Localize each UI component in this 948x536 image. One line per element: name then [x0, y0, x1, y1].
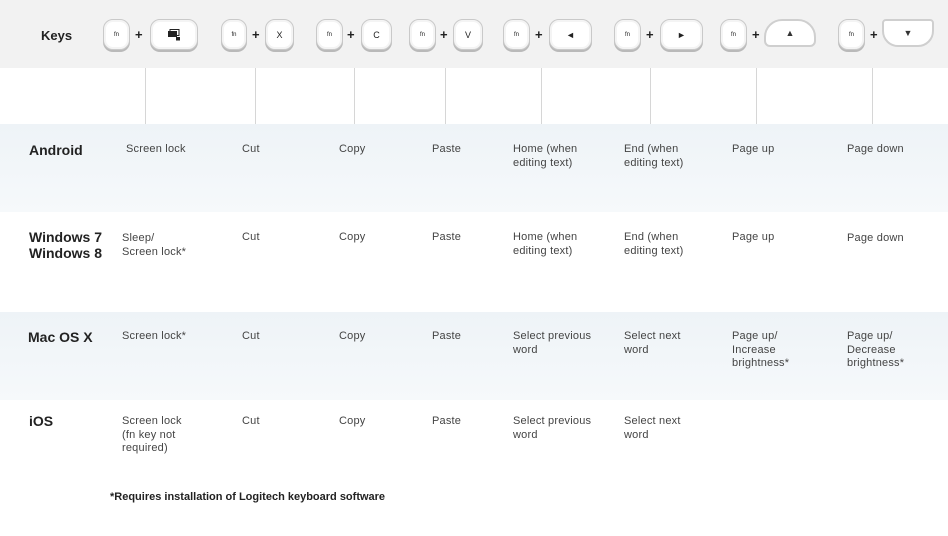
combo-paste: fn + V [409, 19, 483, 51]
fn-key-label: fn [326, 31, 332, 38]
cell-windows-screen-lock: Sleep/ Screen lock* [122, 232, 187, 258]
cell-android-paste: Paste [432, 143, 462, 155]
column-divider [445, 68, 446, 124]
fn-key: fn [103, 19, 130, 50]
cell-windows-cut: Cut [242, 231, 260, 243]
x-key-label: X [276, 29, 283, 40]
os-android: Android [29, 142, 83, 158]
cell-windows-page-up: Page up [732, 231, 775, 243]
fn-key: fn [409, 19, 436, 50]
cell-mac-select-previous-word: Select previous word [513, 330, 592, 356]
cell-ios-paste: Paste [432, 415, 462, 427]
combo-cut: fn + X [221, 19, 294, 51]
cell-ios-select-next-word: Select next word [624, 415, 681, 441]
c-key-label: C [373, 29, 380, 40]
combo-screen-lock: fn + [103, 19, 198, 51]
cell-mac-cut: Cut [242, 330, 260, 342]
plus-sign: + [440, 27, 448, 42]
column-divider [650, 68, 651, 124]
os-ios: iOS [29, 413, 54, 429]
os-windows: Windows 7 Windows 8 [29, 229, 102, 261]
column-divider [255, 68, 256, 124]
row-background-mac [0, 312, 948, 400]
fn-key-label: fn [848, 31, 854, 38]
column-divider [145, 68, 146, 124]
plus-sign: + [646, 27, 654, 42]
fn-key-label: fn [624, 31, 630, 38]
fn-key: fn [316, 19, 343, 50]
fn-key-label: fn [113, 31, 119, 38]
left-arrow-key: ◄ [549, 19, 592, 50]
fn-key: fn [503, 19, 530, 50]
combo-page-down: fn + ▼ [838, 19, 934, 51]
cell-android-page-up: Page up [732, 143, 775, 155]
up-arrow-key: ▲ [764, 19, 816, 47]
cell-ios-screen-lock: Screen lock (fn key not required) [122, 415, 182, 454]
cell-mac-screen-lock: Screen lock* [122, 330, 187, 342]
plus-sign: + [347, 27, 355, 42]
fn-key-label: fn [419, 31, 425, 38]
combo-copy: fn + C [316, 19, 392, 51]
os-mac: Mac OS X [28, 329, 93, 345]
combo-page-up: fn + ▲ [720, 19, 816, 51]
cell-android-home: Home (when editing text) [513, 143, 578, 169]
screen-lock-key [150, 19, 198, 50]
fn-key: fn [221, 19, 247, 50]
plus-sign: + [752, 27, 760, 42]
combo-end: fn + ► [614, 19, 703, 51]
cell-mac-copy: Copy [339, 330, 366, 342]
v-key: V [453, 19, 483, 50]
cell-android-copy: Copy [339, 143, 366, 155]
cell-android-end: End (when editing text) [624, 143, 684, 169]
cell-mac-page-up: Page up/ Increase brightness* [732, 330, 790, 369]
row-background-android [0, 124, 948, 212]
keys-label: Keys [41, 28, 73, 43]
cell-windows-page-down: Page down [847, 232, 904, 244]
arrow-left-icon: ◄ [566, 29, 575, 40]
column-divider [541, 68, 542, 124]
plus-sign: + [252, 27, 260, 42]
fn-key-label: fn [513, 31, 519, 38]
arrow-up-icon: ▲ [785, 28, 795, 38]
column-divider [872, 68, 873, 124]
cell-ios-cut: Cut [242, 415, 260, 427]
c-key: C [361, 19, 392, 50]
cell-windows-copy: Copy [339, 231, 366, 243]
cell-windows-end: End (when editing text) [624, 231, 684, 257]
cell-mac-paste: Paste [432, 330, 462, 342]
plus-sign: + [535, 27, 543, 42]
plus-sign: + [870, 27, 878, 42]
cell-ios-select-previous-word: Select previous word [513, 415, 592, 441]
plus-sign: + [135, 27, 143, 42]
cell-windows-paste: Paste [432, 231, 462, 243]
cell-android-page-down: Page down [847, 143, 904, 155]
cell-android-screen-lock: Screen lock [126, 143, 186, 155]
x-key: X [265, 19, 294, 50]
arrow-right-icon: ► [677, 29, 686, 40]
screen-lock-icon [168, 28, 180, 40]
footnote: *Requires installation of Logitech keybo… [110, 491, 386, 503]
fn-key: fn [838, 19, 865, 50]
right-arrow-key: ► [660, 19, 703, 50]
cell-ios-copy: Copy [339, 415, 366, 427]
arrow-down-icon: ▼ [903, 28, 913, 38]
cell-windows-home: Home (when editing text) [513, 231, 578, 257]
v-key-label: V [464, 29, 471, 40]
fn-key-label: fn [231, 31, 237, 38]
fn-key-label: fn [730, 31, 736, 38]
combo-home: fn + ◄ [503, 19, 592, 51]
cell-mac-page-down: Page up/ Decrease brightness* [847, 330, 905, 369]
cell-mac-select-next-word: Select next word [624, 330, 681, 356]
cell-android-cut: Cut [242, 143, 260, 155]
column-divider [354, 68, 355, 124]
down-arrow-key: ▼ [882, 19, 934, 47]
column-divider [756, 68, 757, 124]
fn-key: fn [720, 19, 747, 50]
fn-key: fn [614, 19, 641, 50]
